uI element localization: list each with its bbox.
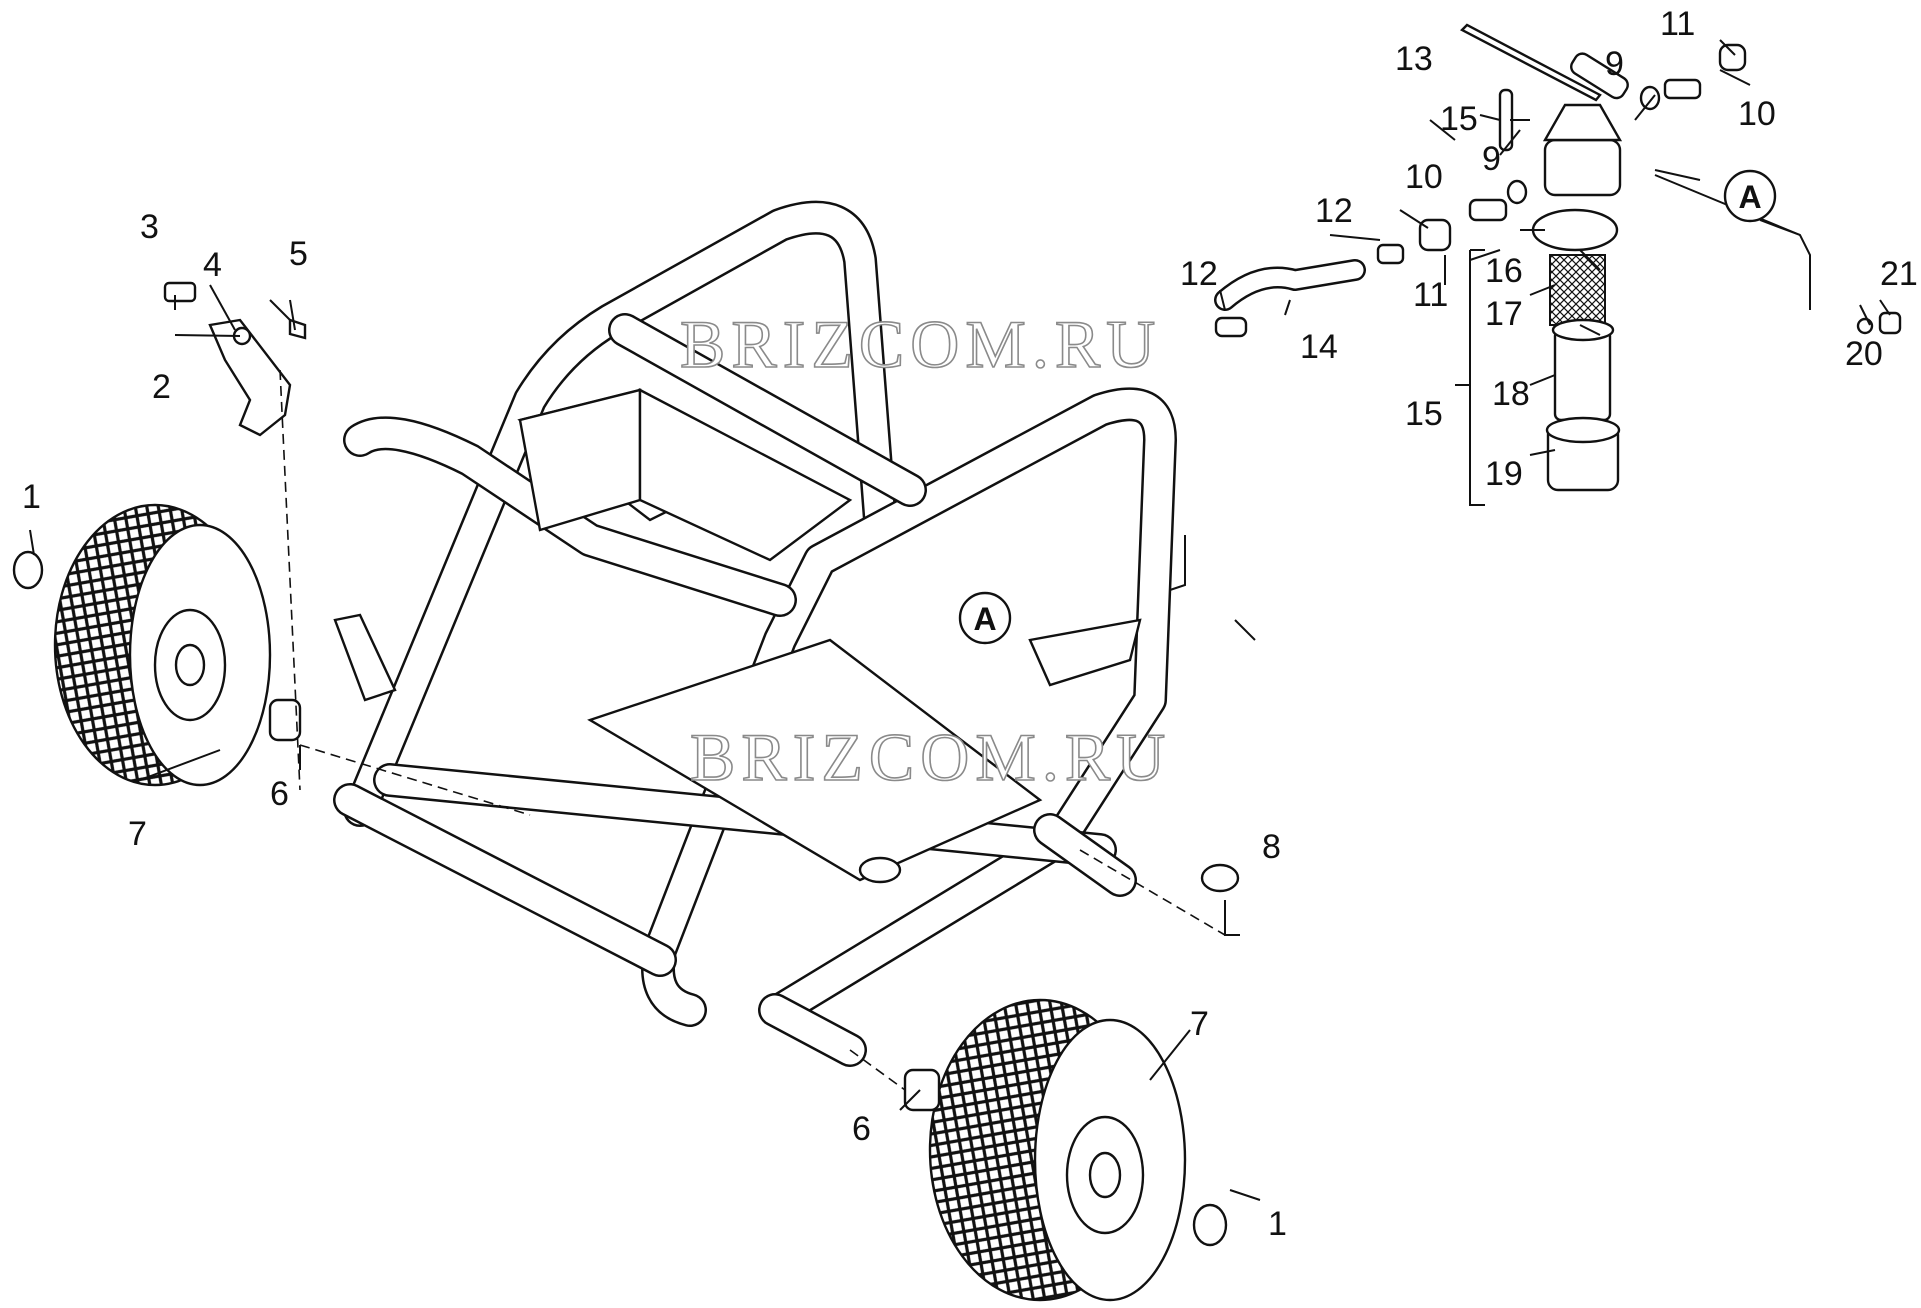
hose bbox=[1214, 259, 1366, 311]
fittings bbox=[1214, 23, 1902, 338]
part-label: 12 bbox=[1315, 192, 1353, 230]
part-numbers: 1 1 2 3 4 5 6 6 7 7 8 9 9 10 10 11 11 12… bbox=[22, 5, 1918, 1243]
part-label: 10 bbox=[1738, 95, 1776, 133]
watermark: BRIZCOM.RU bbox=[690, 719, 1171, 795]
part-label: 20 bbox=[1845, 335, 1883, 373]
part-label: 1 bbox=[22, 478, 41, 516]
mounting-bracket-a bbox=[1028, 618, 1142, 687]
part-label: 6 bbox=[270, 775, 289, 813]
callout-label: A bbox=[1738, 179, 1761, 215]
part-label: 15 bbox=[1440, 100, 1478, 138]
part-label: 14 bbox=[1300, 328, 1338, 366]
part-label: 19 bbox=[1485, 455, 1523, 493]
part-label: 4 bbox=[203, 246, 222, 284]
handle-bracket-assembly bbox=[163, 281, 307, 437]
part-label: 10 bbox=[1405, 158, 1443, 196]
part-label: 18 bbox=[1492, 375, 1530, 413]
hub-cap bbox=[12, 550, 44, 590]
part-label: 15 bbox=[1405, 395, 1443, 433]
base-plate bbox=[587, 638, 1043, 882]
part-label: 7 bbox=[1190, 1005, 1209, 1043]
side-bracket bbox=[333, 613, 397, 702]
filter-seal bbox=[1531, 208, 1619, 252]
frame-tubes bbox=[333, 200, 1177, 1067]
frame-hook bbox=[1169, 535, 1186, 591]
part-label: 11 bbox=[1660, 5, 1695, 43]
callout-a-filter: A bbox=[1723, 169, 1777, 223]
part-label: 9 bbox=[1605, 45, 1624, 83]
axle-bushing bbox=[903, 1068, 941, 1112]
part-label: 5 bbox=[289, 235, 308, 273]
wheel-right bbox=[928, 998, 1187, 1302]
part-label: 12 bbox=[1180, 255, 1218, 293]
wheel-left bbox=[53, 503, 272, 787]
cart-frame bbox=[333, 200, 1186, 1067]
part-label: 3 bbox=[140, 208, 159, 246]
axle-bushing bbox=[268, 698, 302, 742]
part-label: 11 bbox=[1413, 276, 1448, 314]
watermark: BRIZCOM.RU bbox=[680, 306, 1161, 382]
part-label: 17 bbox=[1485, 295, 1523, 333]
base-plate-hole bbox=[858, 856, 902, 884]
part-label: 9 bbox=[1482, 140, 1501, 178]
engine-box-side bbox=[638, 388, 853, 562]
part-label: 1 bbox=[1268, 1205, 1287, 1243]
callout-a-frame: A bbox=[958, 591, 1012, 645]
part-label: 8 bbox=[1262, 828, 1281, 866]
hub-cap bbox=[1192, 1203, 1228, 1247]
part-label: 7 bbox=[128, 815, 147, 853]
part-label: 2 bbox=[152, 368, 171, 406]
part-label: 13 bbox=[1395, 40, 1433, 78]
part-label: 16 bbox=[1485, 252, 1523, 290]
part-label: 21 bbox=[1880, 255, 1918, 293]
part-label: 6 bbox=[852, 1110, 871, 1148]
grommet bbox=[1200, 863, 1240, 893]
callout-label: A bbox=[973, 601, 996, 637]
